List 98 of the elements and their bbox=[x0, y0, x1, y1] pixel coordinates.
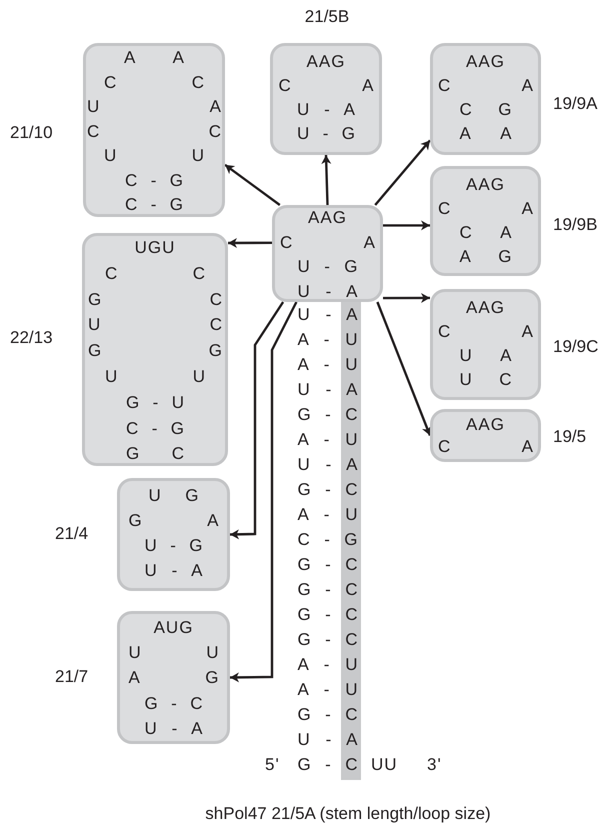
sequence-text: U A bbox=[87, 97, 221, 117]
loop-variant-box bbox=[117, 611, 230, 744]
arrow bbox=[230, 301, 284, 540]
sequence-text: G C bbox=[88, 290, 222, 310]
sequence-text: G - C bbox=[144, 694, 202, 714]
sequence-text: AAG bbox=[465, 415, 506, 435]
sequence-text: U - A bbox=[298, 455, 358, 475]
loop-variant-box bbox=[430, 289, 541, 400]
sequence-text: A G bbox=[128, 668, 218, 688]
sequence-text: C - G bbox=[298, 530, 358, 550]
variant-label: 21/5B bbox=[304, 7, 350, 27]
sequence-text: U - A bbox=[298, 282, 358, 302]
loop-variant-box bbox=[83, 43, 225, 217]
variant-label: 21/10 bbox=[10, 123, 53, 143]
sequence-text: U - A bbox=[144, 718, 202, 739]
sequence-text: U - G bbox=[297, 124, 355, 144]
loop-variant-box bbox=[117, 478, 230, 591]
sequence-text: C - G bbox=[126, 418, 184, 439]
sequence-text: A - U bbox=[298, 505, 358, 525]
arrow bbox=[224, 164, 281, 206]
sequence-text: U U bbox=[105, 367, 205, 387]
sequence-text: C - G bbox=[125, 170, 183, 190]
sequence-text: AAG bbox=[465, 298, 506, 318]
sequence-text: A A bbox=[460, 124, 512, 144]
sequence-text: U C bbox=[88, 315, 222, 336]
sequence-text: A G bbox=[460, 247, 512, 267]
variant-label: 21/4 bbox=[55, 524, 88, 544]
sequence-text: C C bbox=[105, 264, 205, 284]
sequence-text: G - C bbox=[298, 755, 358, 775]
sequence-text: G - C bbox=[298, 580, 358, 600]
variant-label: 19/5 bbox=[553, 427, 586, 447]
sequence-text: U U bbox=[104, 146, 204, 166]
variant-label: 19/9C bbox=[553, 337, 598, 357]
sequence-text: G - C bbox=[298, 705, 358, 725]
sequence-text: C G bbox=[460, 100, 512, 120]
variant-label: 21/7 bbox=[55, 667, 88, 687]
sequence-text: U U bbox=[128, 643, 218, 664]
sequence-text: C - G bbox=[125, 195, 183, 215]
sequence-text: C A bbox=[438, 437, 533, 457]
variant-label: 19/9B bbox=[553, 215, 598, 235]
sequence-text: A - U bbox=[298, 680, 358, 700]
sequence-text: A - U bbox=[298, 355, 358, 375]
sequence-text: UGU bbox=[134, 238, 176, 258]
sequence-text: C A bbox=[438, 199, 533, 219]
arrow bbox=[376, 302, 432, 436]
sequence-text: AUG bbox=[152, 618, 194, 638]
sequence-text: C A bbox=[438, 76, 533, 96]
sequence-text: U - A bbox=[298, 305, 358, 325]
sequence-text: AAG bbox=[465, 175, 506, 195]
sequence-text: G G bbox=[88, 341, 222, 362]
sequence-text: G C bbox=[126, 444, 184, 464]
sequence-text: C A bbox=[280, 232, 375, 252]
sequence-text: A - U bbox=[298, 655, 358, 675]
arrow bbox=[374, 140, 431, 206]
variant-label: 22/13 bbox=[10, 328, 53, 348]
sequence-text: G - U bbox=[126, 392, 184, 413]
strand-end-label: 5' bbox=[265, 755, 280, 775]
sequence-text: G - C bbox=[298, 630, 358, 650]
sequence-text: G - C bbox=[298, 405, 358, 425]
sequence-text: A - U bbox=[298, 430, 358, 450]
sequence-text: U C bbox=[460, 370, 512, 390]
sequence-text: A A bbox=[124, 48, 184, 68]
sequence-text: UU bbox=[371, 755, 398, 775]
sequence-text: U - A bbox=[298, 730, 358, 750]
sequence-text: U - A bbox=[298, 380, 358, 400]
sequence-text: U - A bbox=[297, 100, 355, 120]
loop-variant-box bbox=[82, 233, 228, 466]
sequence-text: C C bbox=[87, 122, 221, 142]
strand-end-label: 3' bbox=[427, 755, 442, 775]
sequence-text: C A bbox=[278, 76, 374, 96]
arrow bbox=[228, 238, 272, 248]
loop-variant-box bbox=[430, 409, 541, 462]
sequence-text: G - C bbox=[298, 480, 358, 500]
arrow bbox=[230, 301, 298, 682]
sequence-text: G A bbox=[128, 511, 218, 531]
sequence-text: U G bbox=[148, 486, 198, 506]
sequence-text: C A bbox=[438, 322, 533, 342]
sequence-text: U - A bbox=[144, 561, 202, 581]
variant-label: 19/9A bbox=[553, 94, 598, 114]
arrow bbox=[383, 220, 430, 230]
sequence-text: G - C bbox=[298, 555, 358, 575]
loop-variant-box bbox=[430, 166, 541, 276]
sequence-text: A - U bbox=[298, 330, 358, 350]
loop-variant-box bbox=[272, 205, 383, 302]
sequence-text: C A bbox=[460, 223, 512, 243]
sequence-text: C C bbox=[104, 72, 204, 92]
loop-variant-box bbox=[270, 43, 382, 155]
arrow bbox=[383, 292, 430, 303]
sequence-text: U A bbox=[460, 346, 512, 366]
sequence-text: AAG bbox=[465, 52, 506, 72]
sequence-text: AAG bbox=[307, 208, 348, 228]
sequence-text: AAG bbox=[306, 52, 346, 72]
arrow bbox=[321, 154, 332, 206]
sequence-text: G - C bbox=[298, 605, 358, 625]
sequence-text: U - G bbox=[298, 257, 358, 277]
caption: shPol47 21/5A (stem length/loop size) bbox=[205, 804, 491, 824]
sequence-text: U - G bbox=[144, 536, 202, 556]
loop-variant-box bbox=[430, 43, 541, 155]
